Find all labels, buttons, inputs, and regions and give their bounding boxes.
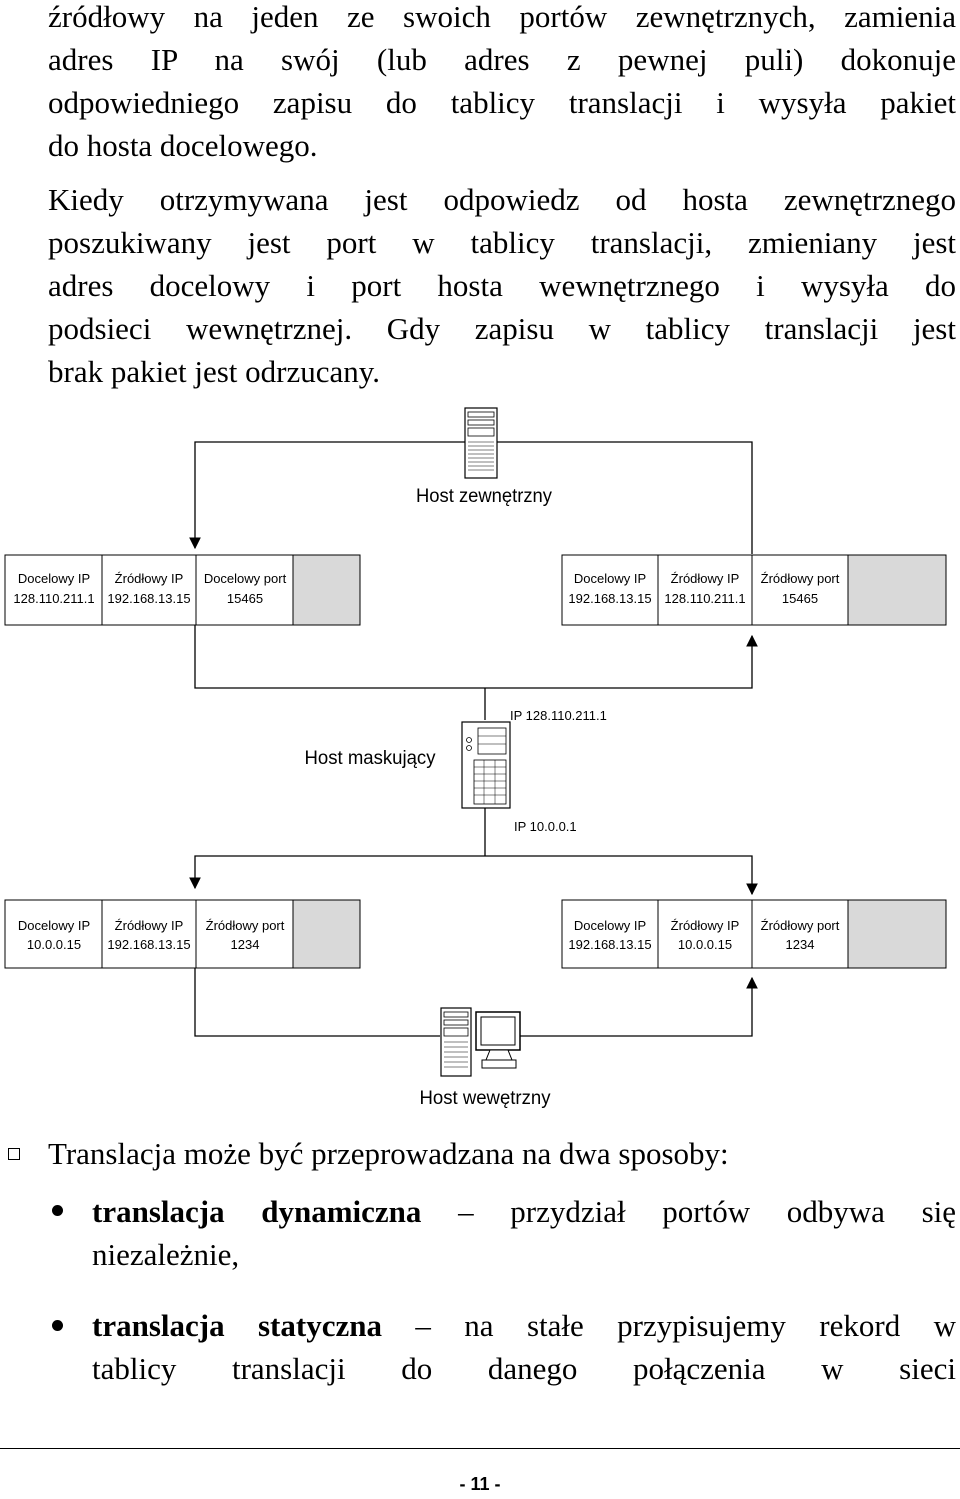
arrow-middle-up bbox=[194, 625, 758, 689]
payload-block bbox=[847, 554, 947, 626]
masking-host-label: Host maskujący bbox=[305, 748, 436, 769]
field-label: Docelowy port bbox=[204, 571, 287, 586]
field-label: Źródłowy IP bbox=[115, 571, 184, 586]
field-value: 10.0.0.15 bbox=[27, 937, 81, 952]
monitor-icon bbox=[475, 1011, 521, 1069]
external-host-label: Host zewnętrzny bbox=[416, 486, 552, 507]
field-label: Docelowy IP bbox=[574, 918, 646, 933]
text-line: adres docelowy i port hosta wewnętrznego… bbox=[48, 268, 956, 303]
internal-host-label: Host wewętrzny bbox=[420, 1088, 551, 1109]
nat-diagram: Host zewnętrzny Docelowy IP 128.110.211.… bbox=[4, 407, 947, 1109]
line-from-external bbox=[497, 441, 753, 554]
masking-server-icon bbox=[461, 721, 511, 809]
payload-block bbox=[292, 554, 361, 626]
line-from-internal bbox=[194, 968, 440, 1037]
list-intro: Translacja może być przeprowadzana na dw… bbox=[48, 1136, 729, 1171]
field-label: Docelowy IP bbox=[574, 571, 646, 586]
page-number: - 11 - bbox=[459, 1474, 501, 1494]
field-label: Źródłowy port bbox=[206, 918, 285, 933]
packet-top-left: Docelowy IP 128.110.211.1 Źródłowy IP 19… bbox=[4, 554, 361, 626]
field-label: Źródłowy IP bbox=[671, 571, 740, 586]
field-value: 128.110.211.1 bbox=[13, 591, 94, 606]
desc-dynamic: – przydział portów odbywa się bbox=[421, 1194, 957, 1229]
field-value: 192.168.13.15 bbox=[107, 937, 190, 952]
footer-divider bbox=[0, 1448, 960, 1449]
paragraph-2: Kiedy otrzymywana jest odpowiedz od host… bbox=[48, 178, 956, 393]
masking-ip-external: IP 128.110.211.1 bbox=[510, 708, 607, 723]
masking-ip-internal: IP 10.0.0.1 bbox=[514, 819, 577, 834]
text-line: źródłowy na jeden ze swoich portów zewnę… bbox=[48, 0, 956, 34]
arrow-to-bottom-right bbox=[520, 976, 758, 1037]
packet-bottom-left: Docelowy IP 10.0.0.15 Źródłowy IP 192.16… bbox=[4, 899, 361, 969]
payload-block bbox=[847, 899, 947, 969]
square-bullet-icon bbox=[8, 1148, 20, 1160]
text-line: do hosta docelowego. bbox=[48, 128, 318, 163]
field-label: Źródłowy IP bbox=[671, 918, 740, 933]
field-label: Docelowy IP bbox=[18, 918, 90, 933]
external-server-icon bbox=[464, 407, 498, 479]
paragraph-1: źródłowy na jeden ze swoich portów zewnę… bbox=[48, 0, 956, 167]
list-item-dynamic: translacja dynamiczna – przydział portów… bbox=[92, 1190, 956, 1276]
field-label: Źródłowy port bbox=[761, 571, 840, 586]
field-value: 1234 bbox=[231, 937, 260, 952]
list-item-static: translacja statyczna – na stałe przypisu… bbox=[92, 1304, 956, 1390]
field-value: 15465 bbox=[782, 591, 818, 606]
text-line: podsieci wewnętrznej. Gdy zapisu w tabli… bbox=[48, 311, 956, 346]
field-value: 192.168.13.15 bbox=[568, 937, 651, 952]
bullet-dot-icon bbox=[52, 1205, 63, 1216]
field-label: Docelowy IP bbox=[18, 571, 90, 586]
arrows-lower bbox=[189, 855, 758, 896]
term-dynamic: translacja dynamiczna bbox=[92, 1194, 422, 1229]
desc-static: – na stałe przypisujemy rekord w bbox=[381, 1308, 956, 1343]
bullet-dot-icon bbox=[52, 1320, 63, 1331]
text-line: Kiedy otrzymywana jest odpowiedz od host… bbox=[48, 182, 956, 217]
payload-block bbox=[292, 899, 361, 969]
packet-top-right: Docelowy IP 192.168.13.15 Źródłowy IP 12… bbox=[561, 554, 947, 626]
field-value: 192.168.13.15 bbox=[107, 591, 190, 606]
field-label: Źródłowy IP bbox=[115, 918, 184, 933]
packet-bottom-right: Docelowy IP 192.168.13.15 Źródłowy IP 10… bbox=[561, 899, 947, 969]
text-line: brak pakiet jest odrzucany. bbox=[48, 354, 380, 389]
desc-static-cont: tablicy translacji do danego połączenia … bbox=[92, 1351, 956, 1386]
field-value: 128.110.211.1 bbox=[664, 591, 745, 606]
text-line: adres IP na swój (lub adres z pewnej pul… bbox=[48, 42, 956, 77]
field-value: 10.0.0.15 bbox=[678, 937, 732, 952]
term-static: translacja statyczna bbox=[92, 1308, 382, 1343]
desc-dynamic-cont: niezależnie, bbox=[92, 1237, 240, 1272]
arrow-to-external bbox=[189, 441, 465, 550]
text-line: poszukiwany jest port w tablicy translac… bbox=[48, 225, 956, 260]
field-value: 192.168.13.15 bbox=[568, 591, 651, 606]
internal-server-icon bbox=[440, 1007, 472, 1077]
text-line: odpowiedniego zapisu do tablicy translac… bbox=[48, 85, 956, 120]
field-value: 1234 bbox=[786, 937, 815, 952]
field-label: Źródłowy port bbox=[761, 918, 840, 933]
field-value: 15465 bbox=[227, 591, 263, 606]
